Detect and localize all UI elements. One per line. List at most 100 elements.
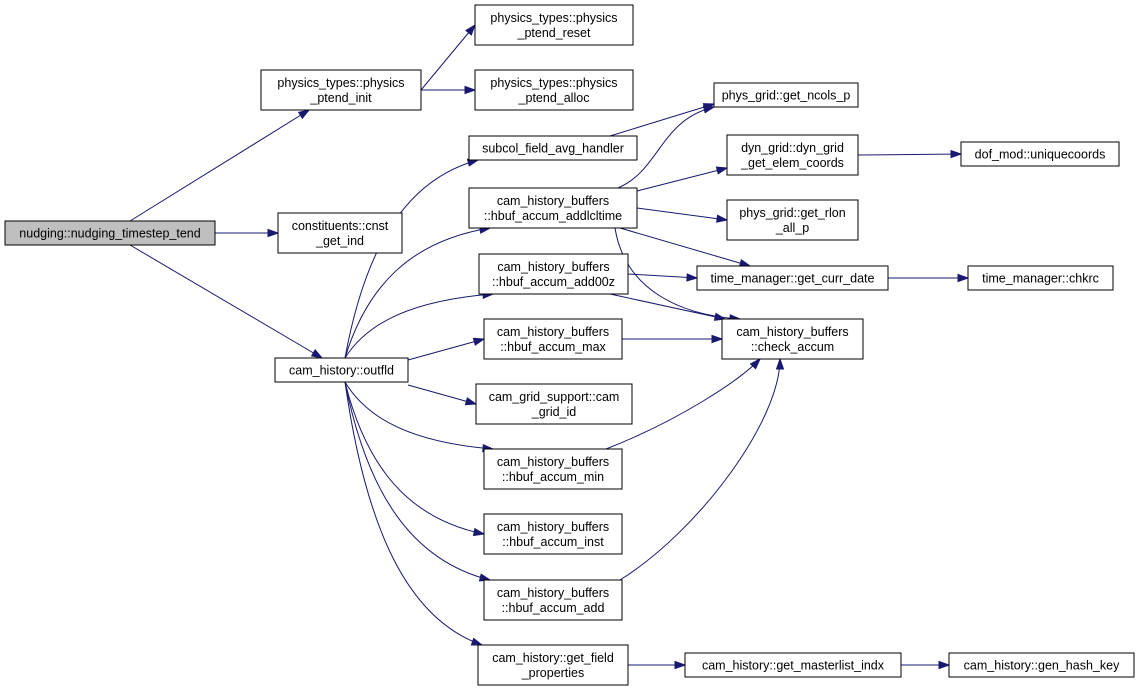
node-box bbox=[713, 82, 859, 108]
node-label: cam_history_buffers bbox=[497, 325, 609, 339]
edge-nudging-timestep-tend-to-cnst-get-ind bbox=[215, 228, 280, 238]
node-chkrc[interactable]: time_manager::chkrc bbox=[967, 265, 1114, 291]
node-box bbox=[277, 212, 403, 254]
node-box bbox=[468, 187, 638, 229]
node-label: phys_grid::get_rlon bbox=[739, 206, 845, 220]
node-box bbox=[474, 4, 634, 46]
node-box bbox=[475, 383, 633, 425]
node-hbuf-accum-min[interactable]: cam_history_buffers::hbuf_accum_min bbox=[483, 448, 623, 490]
edge-outfld-to-hbuf-accum-min bbox=[344, 381, 495, 453]
edge-nudging-timestep-tend-to-ptend-init bbox=[129, 109, 311, 222]
node-label: cam_history::outfld bbox=[289, 364, 394, 378]
node-box bbox=[684, 652, 902, 678]
node-label: cam_history::gen_hash_key bbox=[964, 659, 1120, 673]
node-cnst-get-ind[interactable]: constituents::cnst_get_ind bbox=[277, 212, 403, 254]
node-gen-hash-key[interactable]: cam_history::gen_hash_key bbox=[948, 652, 1135, 678]
node-label: _ptend_init bbox=[309, 91, 372, 105]
node-box bbox=[726, 199, 859, 241]
node-get-elem-coords[interactable]: dyn_grid::dyn_grid_get_elem_coords bbox=[726, 134, 859, 176]
node-label: time_manager::chkrc bbox=[982, 272, 1099, 286]
node-label: _all_p bbox=[775, 221, 809, 235]
node-get-rlon-all-p[interactable]: phys_grid::get_rlon_all_p bbox=[726, 199, 859, 241]
node-label: ::check_accum bbox=[751, 340, 834, 354]
edge-ptend-init-to-ptend-reset bbox=[420, 23, 476, 91]
edge-outfld-to-hbuf-accum-add bbox=[344, 381, 492, 582]
node-ptend-init[interactable]: physics_types::physics_ptend_init bbox=[260, 69, 422, 111]
node-label: ::hbuf_accum_max bbox=[500, 340, 606, 354]
node-hbuf-accum-add00z[interactable]: cam_history_buffers::hbuf_accum_add00z bbox=[478, 253, 629, 295]
node-label: cam_history_buffers bbox=[497, 586, 609, 600]
node-hbuf-accum-addlcltime[interactable]: cam_history_buffers::hbuf_accum_addlclti… bbox=[468, 187, 638, 229]
edge-hbuf-accum-max-to-check-accum bbox=[622, 334, 724, 344]
node-check-accum[interactable]: cam_history_buffers::check_accum bbox=[721, 318, 864, 360]
node-subcol-field-avg-handler[interactable]: subcol_field_avg_handler bbox=[468, 135, 638, 161]
node-label: ::hbuf_accum_add00z bbox=[492, 275, 615, 289]
node-label: cam_history_buffers bbox=[497, 520, 609, 534]
edge-outfld-to-cam-grid-id bbox=[407, 384, 478, 406]
node-label: cam_history::get_field bbox=[492, 651, 614, 665]
node-label: _grid_id bbox=[531, 405, 577, 419]
edge-hbuf-accum-addlcltime-to-get-elem-coords bbox=[636, 166, 729, 192]
node-label: cam_history_buffers bbox=[497, 194, 609, 208]
edge-hbuf-accum-addlcltime-to-get-rlon-all-p bbox=[636, 207, 729, 223]
edge-get-elem-coords-to-uniquecoords bbox=[857, 149, 963, 159]
node-label: cam_grid_support::cam bbox=[489, 390, 620, 404]
node-outfld[interactable]: cam_history::outfld bbox=[274, 357, 409, 383]
node-box bbox=[483, 513, 623, 555]
node-label: physics_types::physics bbox=[490, 76, 617, 90]
node-label: physics_types::physics bbox=[277, 76, 404, 90]
node-nudging-timestep-tend[interactable]: nudging::nudging_timestep_tend bbox=[4, 220, 216, 246]
node-get-masterlist-indx[interactable]: cam_history::get_masterlist_indx bbox=[684, 652, 902, 678]
node-label: ::hbuf_accum_inst bbox=[502, 535, 604, 549]
node-label: time_manager::get_curr_date bbox=[711, 272, 875, 286]
edge-hbuf-accum-add-to-check-accum bbox=[619, 357, 785, 581]
node-box bbox=[468, 135, 638, 161]
node-label: dof_mod::uniquecoords bbox=[975, 148, 1106, 162]
node-label: _ptend_alloc bbox=[518, 91, 590, 105]
node-get-ncols-p[interactable]: phys_grid::get_ncols_p bbox=[713, 82, 859, 108]
edge-outfld-to-hbuf-accum-max bbox=[407, 337, 486, 361]
edge-hbuf-accum-addlcltime-to-get-ncols-p bbox=[617, 105, 716, 189]
node-label: physics_types::physics bbox=[490, 11, 617, 25]
node-label: ::hbuf_accum_addlcltime bbox=[484, 209, 622, 223]
edge-outfld-to-get-field-properties bbox=[344, 381, 484, 646]
node-box bbox=[483, 579, 623, 621]
node-box bbox=[483, 318, 623, 360]
node-box bbox=[478, 253, 629, 295]
node-hbuf-accum-max[interactable]: cam_history_buffers::hbuf_accum_max bbox=[483, 318, 623, 360]
node-label: ::hbuf_accum_add bbox=[502, 601, 605, 615]
node-box bbox=[477, 644, 629, 686]
edge-get-masterlist-indx-to-gen-hash-key bbox=[901, 660, 951, 670]
node-label: _properties bbox=[521, 666, 585, 680]
node-get-curr-date[interactable]: time_manager::get_curr_date bbox=[696, 265, 889, 291]
node-cam-grid-id[interactable]: cam_grid_support::cam_grid_id bbox=[475, 383, 633, 425]
node-box bbox=[260, 69, 422, 111]
edge-get-curr-date-to-chkrc bbox=[888, 273, 970, 283]
call-nodes: nudging::nudging_timestep_tend physics_ty… bbox=[4, 4, 1135, 686]
node-box bbox=[967, 265, 1114, 291]
edge-nudging-timestep-tend-to-outfld bbox=[129, 244, 324, 359]
edge-hbuf-accum-min-to-check-accum bbox=[605, 357, 762, 450]
edge-ptend-init-to-ptend-alloc bbox=[421, 85, 477, 95]
node-box bbox=[960, 141, 1120, 167]
node-ptend-reset[interactable]: physics_types::physics_ptend_reset bbox=[474, 4, 634, 46]
edge-get-field-properties-to-get-masterlist-indx bbox=[628, 660, 687, 670]
node-uniquecoords[interactable]: dof_mod::uniquecoords bbox=[960, 141, 1120, 167]
node-label: subcol_field_avg_handler bbox=[482, 142, 624, 156]
node-box bbox=[726, 134, 859, 176]
edge-outfld-to-hbuf-accum-add00z bbox=[344, 290, 495, 359]
node-hbuf-accum-inst[interactable]: cam_history_buffers::hbuf_accum_inst bbox=[483, 513, 623, 555]
edge-hbuf-accum-add00z-to-check-accum bbox=[609, 293, 727, 321]
call-edges bbox=[129, 23, 970, 670]
node-label: cam_history::get_masterlist_indx bbox=[702, 659, 885, 673]
node-box bbox=[274, 357, 409, 383]
node-label: cam_history_buffers bbox=[736, 325, 848, 339]
node-hbuf-accum-add[interactable]: cam_history_buffers::hbuf_accum_add bbox=[483, 579, 623, 621]
node-ptend-alloc[interactable]: physics_types::physics_ptend_alloc bbox=[474, 69, 634, 111]
node-get-field-properties[interactable]: cam_history::get_field_properties bbox=[477, 644, 629, 686]
node-label: _get_ind bbox=[315, 234, 364, 248]
node-label: constituents::cnst bbox=[292, 219, 389, 233]
node-label: cam_history_buffers bbox=[497, 260, 609, 274]
node-label: dyn_grid::dyn_grid bbox=[741, 141, 844, 155]
